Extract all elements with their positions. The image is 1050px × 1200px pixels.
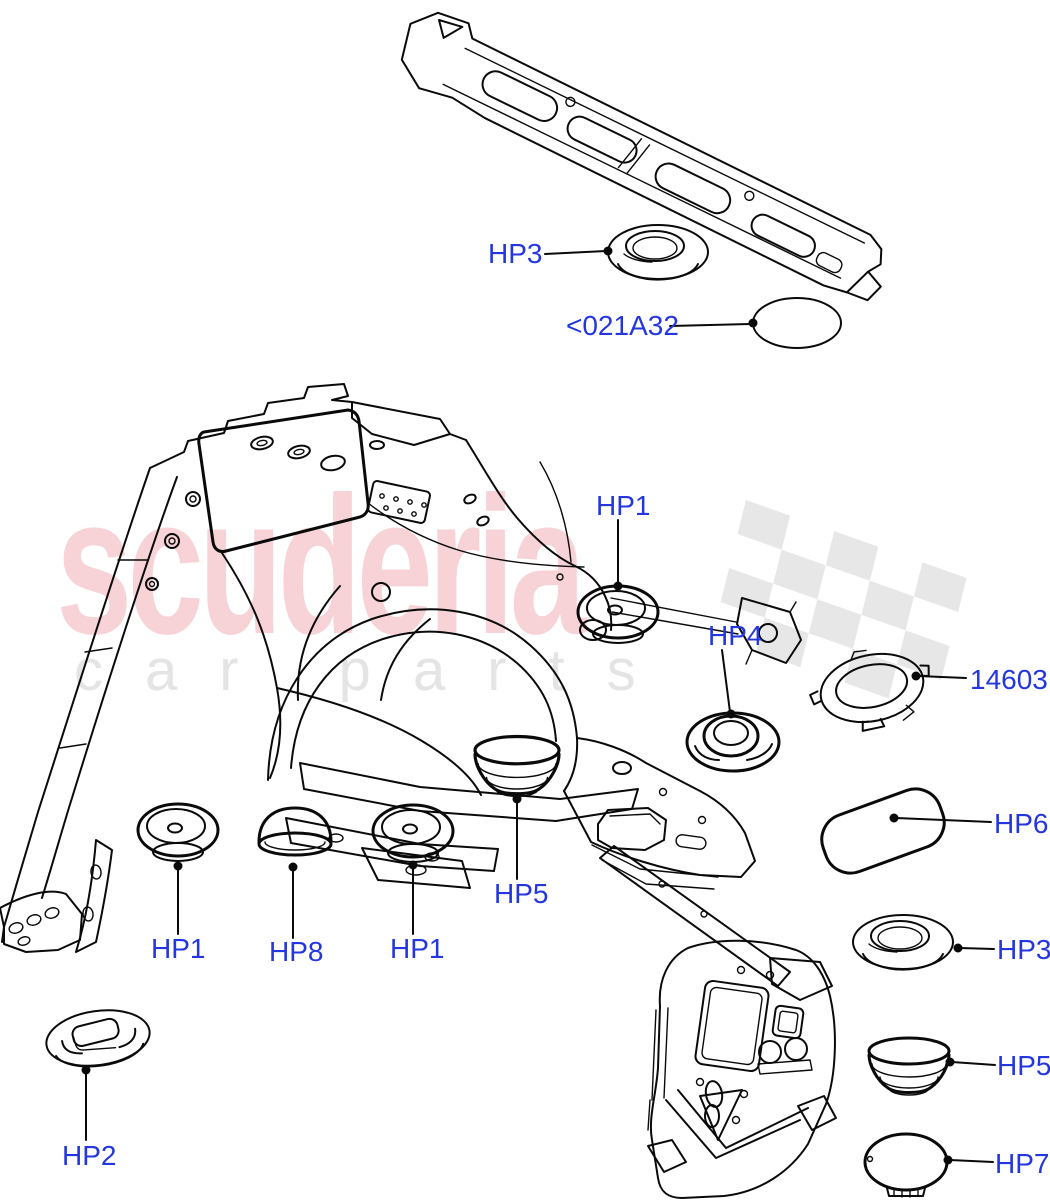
part-hp2	[45, 1009, 151, 1068]
part-hp5-right	[867, 1036, 951, 1097]
callout-label-14603[interactable]: 14603	[970, 664, 1048, 695]
callout-label-hp3-right[interactable]: HP3	[997, 934, 1050, 965]
callout-label-hp8[interactable]: HP8	[269, 936, 324, 967]
callout-label-hp1-upper[interactable]: HP1	[596, 490, 651, 521]
checkered-flag-watermark	[720, 500, 967, 699]
part-hp6	[820, 787, 946, 875]
part-hp3-top	[607, 224, 709, 281]
part-021a32	[752, 297, 842, 349]
callout-label-hp5-right[interactable]: HP5	[997, 1050, 1050, 1081]
callout-label-hp1-left[interactable]: HP1	[151, 933, 206, 964]
part-14603	[809, 649, 930, 732]
part-hp1-upper	[576, 584, 660, 645]
callout-label-hp2[interactable]: HP2	[62, 1140, 117, 1171]
part-hp4	[685, 711, 781, 773]
watermark-brand: scuderia	[56, 456, 586, 675]
callout-label-hp6[interactable]: HP6	[994, 808, 1049, 839]
part-hp1-middle	[371, 803, 455, 864]
callout-label-hp3-top[interactable]: HP3	[488, 238, 543, 269]
part-hp5-middle	[473, 734, 561, 798]
quarter-panel-drawing	[0, 383, 802, 953]
callout-label-hp1-middle[interactable]: HP1	[390, 933, 445, 964]
part-hp3-right	[852, 914, 954, 971]
lower-pillar-panel-drawing	[597, 807, 837, 1199]
callout-label-code-021a32[interactable]: <021A32	[566, 310, 679, 341]
part-hp7	[863, 1132, 949, 1199]
callout-label-hp7[interactable]: HP7	[995, 1148, 1050, 1179]
callout-label-hp5-middle[interactable]: HP5	[494, 878, 549, 909]
rear-header-panel-drawing	[400, 11, 883, 302]
callout-label-hp4[interactable]: HP4	[708, 620, 763, 651]
part-hp1-left	[136, 802, 220, 863]
leader-lines	[81, 246, 996, 1165]
